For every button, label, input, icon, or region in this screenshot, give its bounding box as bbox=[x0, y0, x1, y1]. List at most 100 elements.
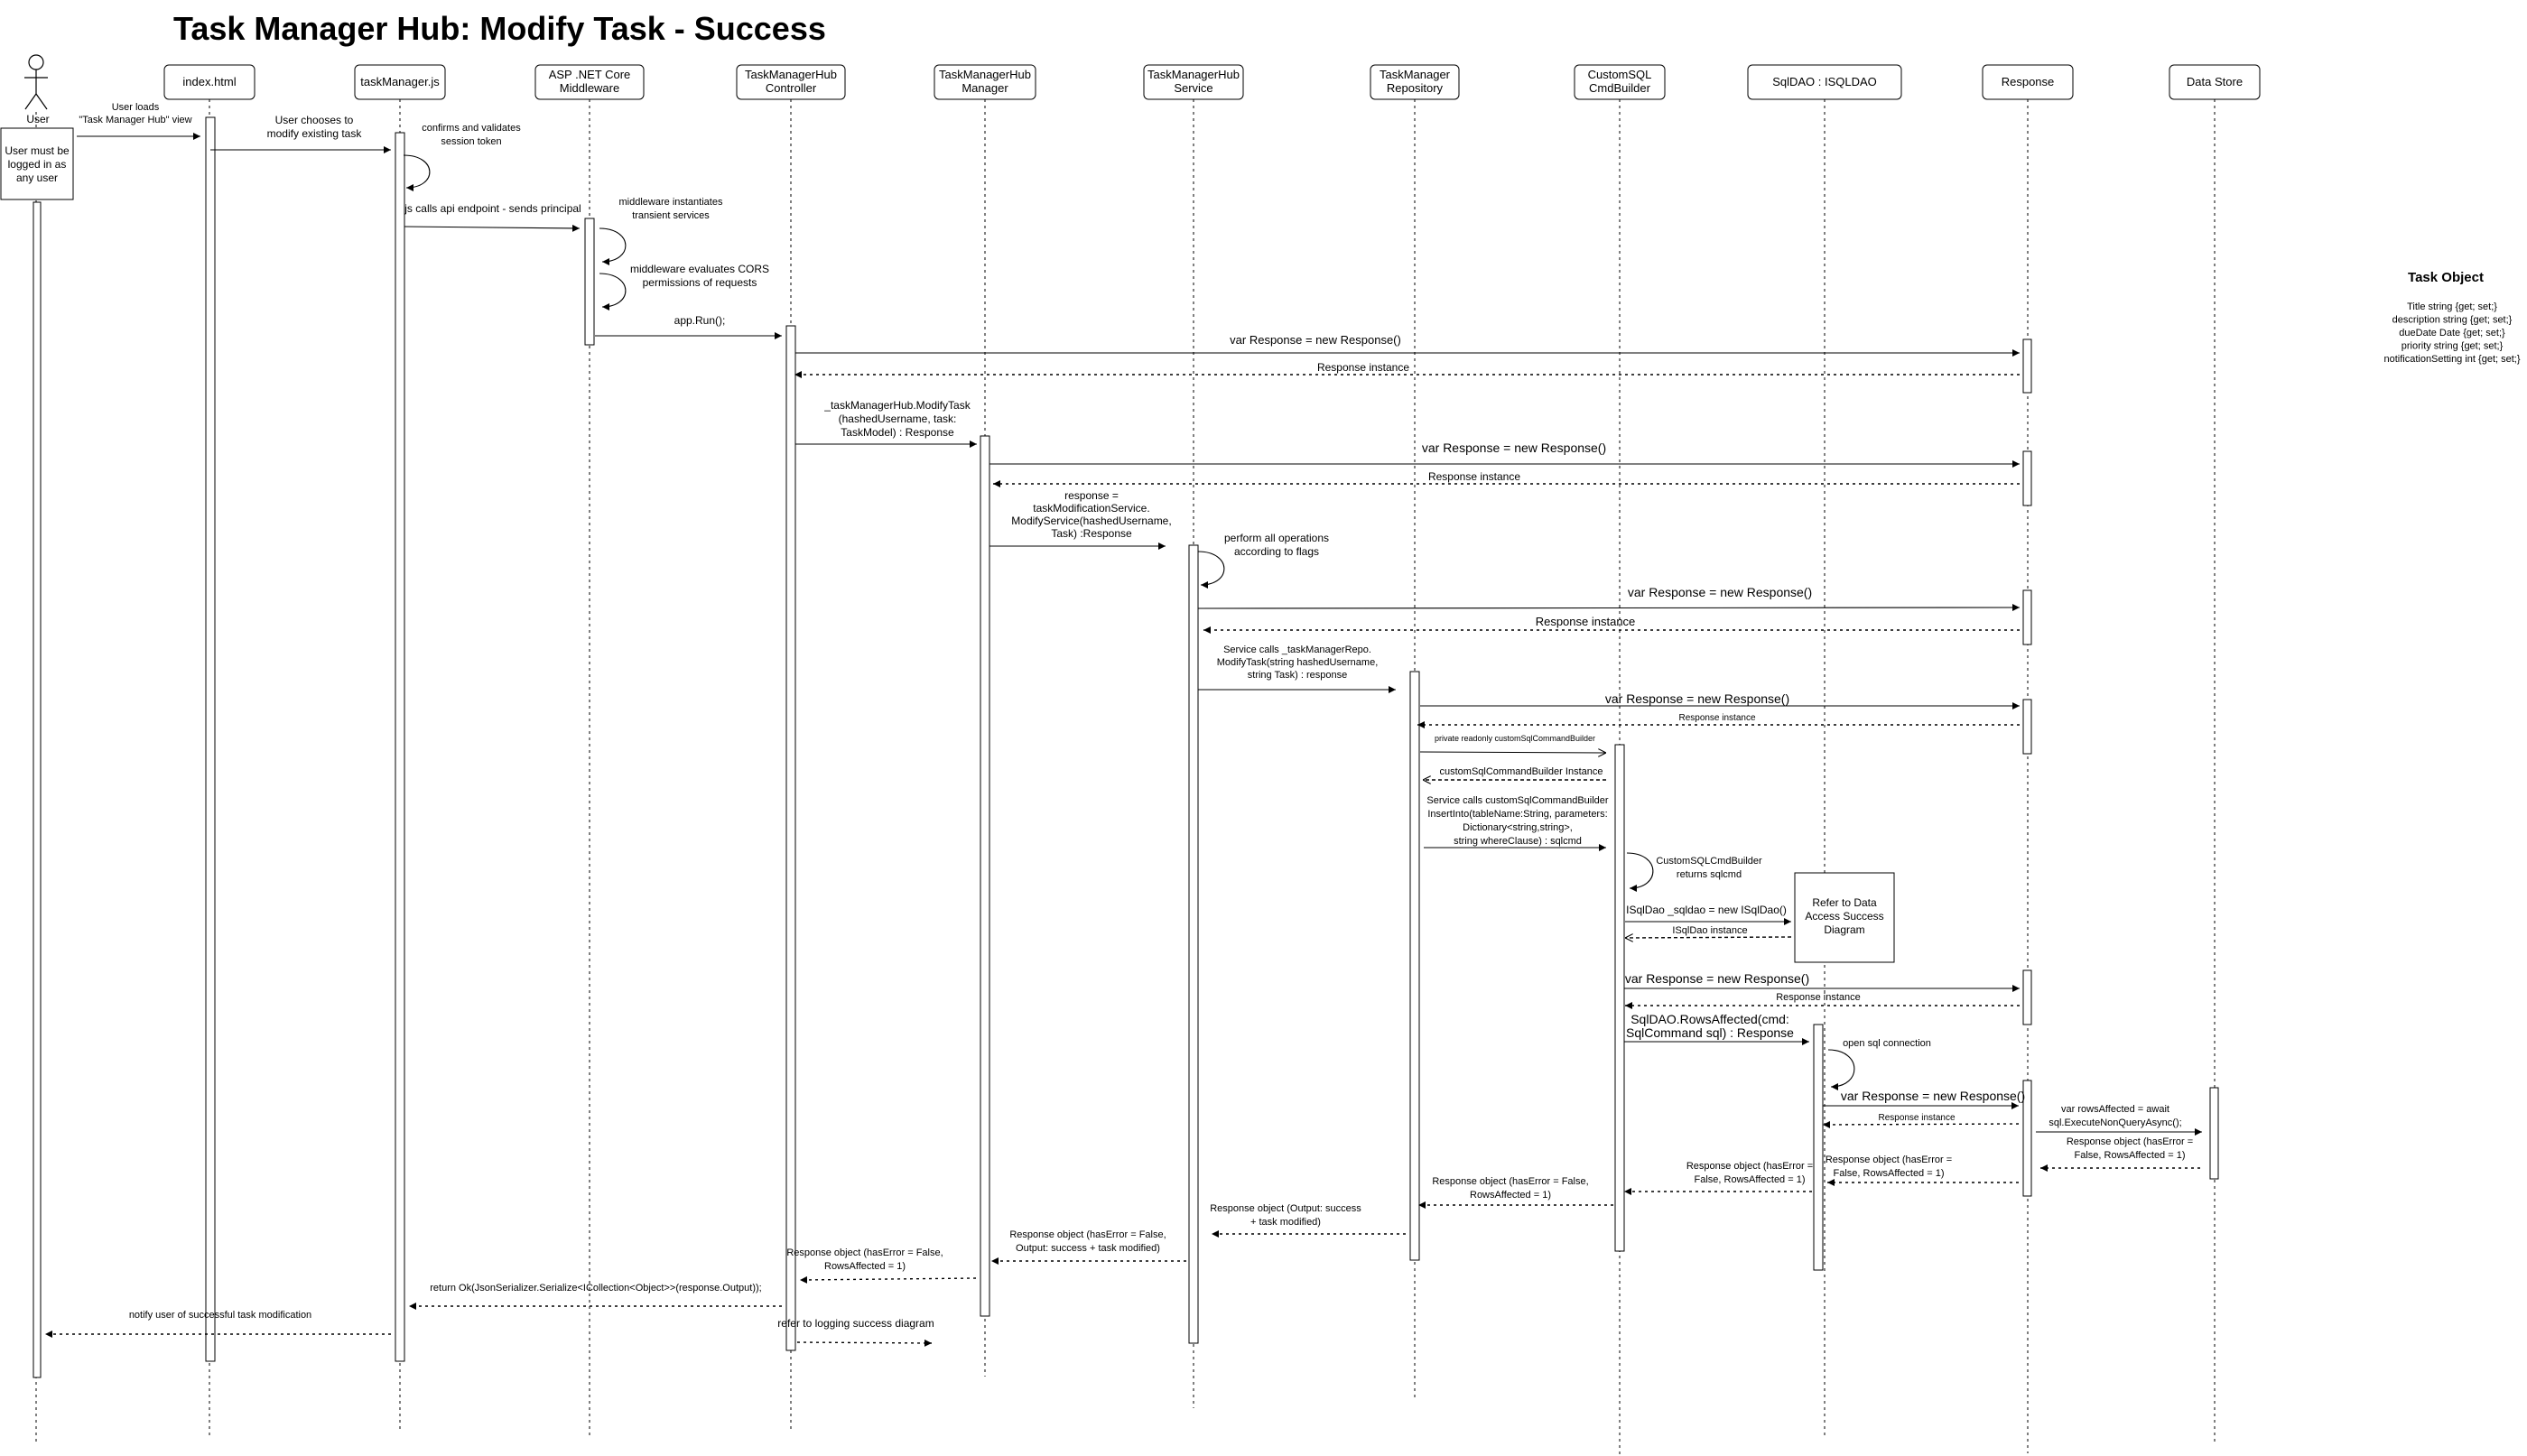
participant-label: SqlDAO : ISQLDAO bbox=[1772, 75, 1877, 88]
message-label: app.Run(); bbox=[674, 314, 726, 327]
participant-resp: Response bbox=[1982, 64, 2074, 100]
message-label: Response object (hasError =False, RowsAf… bbox=[1826, 1155, 1952, 1179]
message-label: Response instance bbox=[1878, 1113, 1955, 1123]
return-message: Response instance bbox=[794, 361, 2020, 378]
message: app.Run(); bbox=[595, 314, 782, 339]
diagram-title: Task Manager Hub: Modify Task - Success bbox=[173, 10, 826, 47]
self-message: open sql connection bbox=[1827, 1038, 1931, 1090]
activation-bar bbox=[2022, 450, 2032, 506]
message-label: return Ok(JsonSerializer.Serialize<IColl… bbox=[430, 1283, 761, 1294]
return-message: Response object (hasError = False,RowsAf… bbox=[1418, 1176, 1613, 1209]
activation-bar bbox=[1409, 671, 1420, 1261]
return-message: Response instance bbox=[993, 470, 2020, 487]
message: var Response = new Response() bbox=[795, 333, 2020, 357]
return-message: Response object (hasError = False,RowsAf… bbox=[786, 1247, 977, 1284]
message-label: ISqlDao _sqldao = new ISqlDao() bbox=[1626, 904, 1787, 916]
participant-index: index.html bbox=[163, 64, 255, 100]
participant-label: taskManager.js bbox=[360, 75, 440, 88]
message-label: var Response = new Response() bbox=[1628, 585, 1812, 599]
message-label: _taskManagerHub.ModifyTask(hashedUsernam… bbox=[823, 399, 971, 439]
return-message: Response instance bbox=[1822, 1113, 2020, 1128]
activation-bar bbox=[1614, 744, 1625, 1252]
message-label: var Response = new Response() bbox=[1625, 971, 1809, 986]
message-label: SqlDAO.RowsAffected(cmd:SqlCommand sql) … bbox=[1626, 1012, 1794, 1040]
task-object-fields: Title string {get; set;}description stri… bbox=[2383, 301, 2520, 365]
message-label: Response object (hasError =False, RowsAf… bbox=[2067, 1136, 2193, 1161]
activation-bar bbox=[33, 201, 42, 1378]
message-label: Response object (hasError = False,RowsAf… bbox=[786, 1247, 943, 1272]
message-label: Response instance bbox=[1536, 615, 1636, 628]
message: Service calls _taskManagerRepo.ModifyTas… bbox=[1198, 645, 1396, 693]
activation-bar bbox=[205, 116, 216, 1362]
return-message: Response object (hasError = False,Output… bbox=[991, 1229, 1186, 1265]
message-label: js calls api endpoint - sends principal bbox=[404, 202, 581, 215]
message: User loads"Task Manager Hub" view bbox=[77, 102, 200, 140]
actor-label: User bbox=[26, 113, 49, 125]
activation-bar bbox=[1188, 544, 1199, 1344]
activation-bar bbox=[980, 435, 990, 1317]
message-label: var Response = new Response() bbox=[1841, 1089, 2025, 1103]
activation-bar bbox=[2022, 589, 2032, 645]
message: var Response = new Response() bbox=[1823, 1089, 2025, 1109]
message-label: Response instance bbox=[1776, 992, 1861, 1003]
participant-store: Data Store bbox=[2169, 64, 2261, 100]
message-label: Response object (hasError = False,RowsAf… bbox=[1432, 1176, 1588, 1201]
return-message: return Ok(JsonSerializer.Serialize<IColl… bbox=[409, 1283, 782, 1310]
activation-bar bbox=[584, 218, 595, 346]
message: private readonly customSqlCommandBuilder bbox=[1419, 734, 1606, 753]
message-label: private readonly customSqlCommandBuilder bbox=[1435, 734, 1595, 743]
message-label: Response object (hasError =False, RowsAf… bbox=[1686, 1161, 1813, 1185]
message-label: var Response = new Response() bbox=[1422, 441, 1606, 455]
activation-bar bbox=[1813, 1024, 1824, 1271]
precondition-note bbox=[0, 127, 74, 200]
activation-bar bbox=[2022, 1080, 2032, 1197]
message-label: open sql connection bbox=[1843, 1038, 1931, 1049]
task-object-title: Task Object bbox=[2408, 270, 2484, 285]
message: _taskManagerHub.ModifyTask(hashedUsernam… bbox=[795, 399, 977, 448]
return-message: Response object (Output: success+ task m… bbox=[1210, 1203, 1406, 1238]
participant-dao: SqlDAO : ISQLDAO bbox=[1747, 64, 1902, 100]
activation-bar bbox=[2022, 338, 2032, 394]
message: SqlDAO.RowsAffected(cmd:SqlCommand sql) … bbox=[1624, 1012, 1809, 1045]
message: var Response = new Response() bbox=[1420, 691, 2020, 709]
activation-bar bbox=[785, 325, 796, 1351]
activation-bar bbox=[2022, 699, 2032, 755]
message: var Response = new Response() bbox=[989, 441, 2020, 468]
participant-label: Response bbox=[2002, 75, 2055, 88]
message-label: refer to logging success diagram bbox=[777, 1317, 934, 1330]
return-message: Response instance bbox=[1417, 713, 2020, 728]
message-label: customSqlCommandBuilder Instance bbox=[1440, 766, 1603, 777]
activation-bar bbox=[2022, 969, 2032, 1025]
message-label: User loads"Task Manager Hub" view bbox=[79, 102, 191, 125]
message: var Response = new Response() bbox=[1624, 971, 2020, 992]
return-message: Response object (hasError =False, RowsAf… bbox=[1624, 1161, 1813, 1195]
return-message: Response object (hasError =False, RowsAf… bbox=[1826, 1155, 2019, 1186]
message-label: notify user of successful task modificat… bbox=[129, 1310, 311, 1321]
participant-label: index.html bbox=[182, 75, 236, 88]
